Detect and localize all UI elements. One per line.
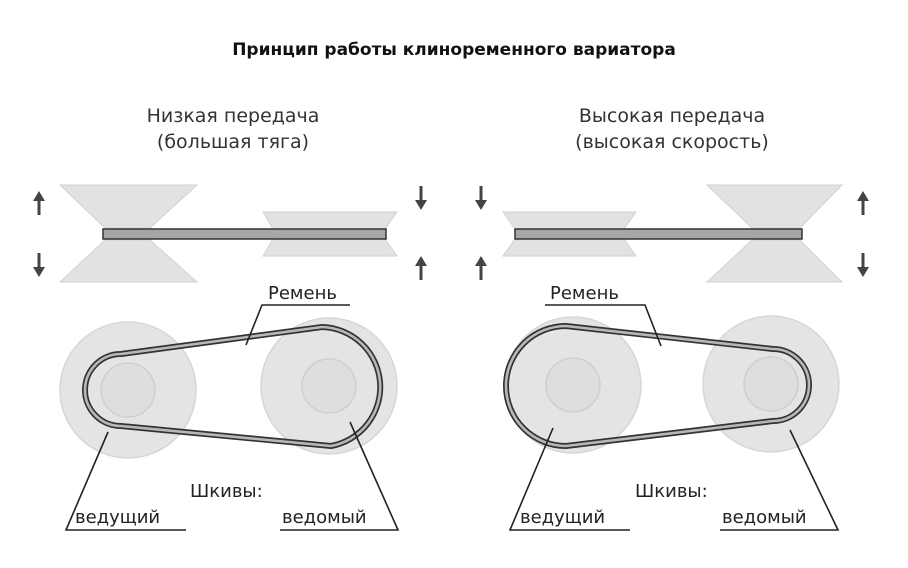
high-pulleys-label: Шкивы: (635, 481, 708, 502)
low-gear-side-view (58, 184, 398, 283)
low-gear-front-view (59, 317, 398, 459)
high-gear-heading-line2: (высокая скорость) (575, 131, 769, 153)
driver-leader-line (508, 427, 630, 531)
driven-leader-line (280, 421, 400, 531)
high-driven-label: ведомый (722, 507, 807, 528)
driven-cone-top (262, 211, 398, 230)
belt-leader-line (245, 304, 350, 346)
driven-cone-bottom (705, 239, 844, 283)
arrow-down-icon (415, 186, 427, 210)
belt-side-view (514, 228, 803, 240)
driver-leader-line (64, 431, 186, 531)
driven-pulley-hub (301, 358, 357, 414)
high-gear-panel: Высокая передача (высокая скорость) (475, 105, 869, 531)
low-gear-heading-line1: Низкая передача (147, 105, 320, 127)
driver-pulley-hub (100, 362, 156, 418)
arrow-up-icon (33, 191, 45, 215)
driver-pulley-hub (545, 357, 601, 413)
low-gear-panel: Низкая передача (большая тяга) (33, 105, 427, 531)
driver-cone-top (58, 184, 199, 229)
diagram-title: Принцип работы клиноременного вариатора (232, 40, 676, 60)
arrow-down-icon (475, 186, 487, 210)
high-belt-label: Ремень (550, 283, 619, 304)
arrow-down-icon (33, 253, 45, 277)
driver-cone-top (502, 211, 637, 230)
driver-cone-bottom (502, 238, 637, 257)
driven-cone-top (705, 184, 844, 229)
high-gear-side-view (502, 184, 844, 283)
arrow-down-icon (857, 253, 869, 277)
low-gear-heading-line2: (большая тяга) (157, 131, 309, 153)
belt-leader-line (545, 304, 662, 347)
driven-leader-line (720, 429, 840, 531)
high-driver-label: ведущий (520, 507, 605, 528)
arrow-up-icon (415, 256, 427, 280)
low-pulleys-label: Шкивы: (190, 481, 263, 502)
driven-pulley-hub (743, 356, 799, 412)
arrow-up-icon (475, 256, 487, 280)
driven-cone-bottom (262, 238, 398, 257)
low-belt-label: Ремень (268, 283, 337, 304)
high-gear-front-view (503, 315, 840, 454)
driver-cone-bottom (58, 239, 199, 283)
arrow-up-icon (857, 191, 869, 215)
low-driver-label: ведущий (75, 507, 160, 528)
low-driven-label: ведомый (282, 507, 367, 528)
high-gear-heading-line1: Высокая передача (579, 105, 765, 127)
belt-side-view (102, 228, 387, 240)
